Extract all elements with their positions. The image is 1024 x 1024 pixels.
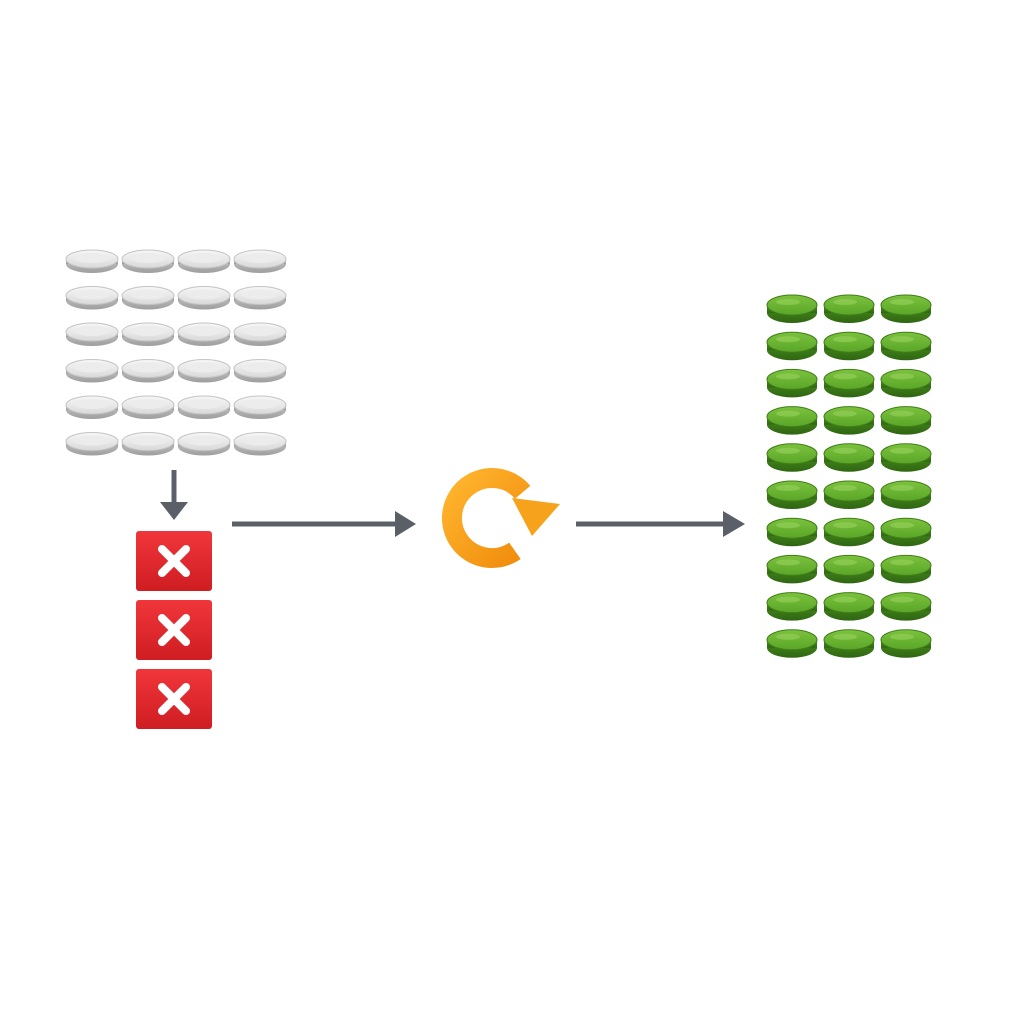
green-disc [880, 294, 932, 323]
arrow-to-output [576, 511, 745, 537]
white-dish [121, 249, 175, 273]
green-disc [823, 406, 875, 435]
green-disc [766, 517, 818, 547]
white-dish [177, 359, 231, 383]
green-disc [880, 406, 932, 435]
green-disc [766, 554, 818, 584]
refresh-cycle-icon [441, 468, 560, 568]
close-icon [158, 545, 190, 577]
white-dish [233, 249, 287, 273]
white-dish [65, 249, 119, 273]
white-dish [65, 359, 119, 383]
down-arrow-to-rejects [160, 470, 188, 520]
white-dish [233, 322, 287, 346]
white-dish [233, 395, 287, 419]
green-disc [823, 480, 875, 509]
green-disc [823, 331, 875, 361]
white-dish [65, 395, 119, 419]
white-dish [121, 359, 175, 383]
close-icon [158, 614, 190, 646]
green-disc [823, 554, 875, 584]
green-disc [880, 480, 932, 509]
white-dish [177, 249, 231, 273]
green-disc [766, 480, 818, 509]
white-dish [121, 286, 175, 310]
green-disc [880, 331, 932, 361]
white-dish [121, 395, 175, 419]
green-disc [880, 517, 932, 547]
red-x-box [136, 669, 212, 729]
close-icon [158, 683, 190, 715]
green-disc [766, 629, 818, 658]
white-dish [65, 286, 119, 310]
white-dish [233, 432, 287, 456]
green-disc [766, 368, 818, 398]
green-disc [823, 294, 875, 323]
white-dish [65, 432, 119, 456]
source-dish-grid [65, 249, 287, 456]
green-disc [880, 443, 932, 472]
green-disc [823, 517, 875, 547]
white-dish [177, 395, 231, 419]
green-disc [823, 368, 875, 398]
white-dish [233, 286, 287, 310]
green-disc [880, 554, 932, 584]
white-dish [121, 322, 175, 346]
green-disc [766, 443, 818, 472]
green-disc [880, 629, 932, 658]
rejected-items-stack [136, 531, 212, 729]
green-disc [766, 331, 818, 361]
white-dish [233, 359, 287, 383]
green-disc [766, 294, 818, 323]
green-disc [880, 592, 932, 621]
red-x-box [136, 600, 212, 660]
refresh-arrowhead [512, 498, 560, 536]
arrow-to-process [232, 511, 416, 537]
green-disc [766, 592, 818, 621]
white-dish [177, 432, 231, 456]
white-dish [121, 432, 175, 456]
green-disc [766, 406, 818, 435]
white-dish [177, 322, 231, 346]
green-disc [823, 443, 875, 472]
green-disc-grid [766, 294, 932, 658]
green-disc [823, 592, 875, 621]
white-dish [65, 322, 119, 346]
red-x-box [136, 531, 212, 591]
green-disc [823, 629, 875, 658]
green-disc [880, 368, 932, 398]
white-dish [177, 286, 231, 310]
refresh-arc [441, 468, 531, 568]
flow-arrows [160, 470, 745, 537]
